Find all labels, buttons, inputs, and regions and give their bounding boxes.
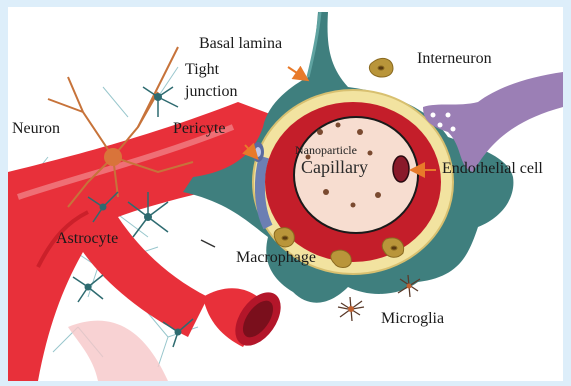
endothelial-nucleus-icon — [393, 156, 409, 182]
label-nanoparticle: Nanoparticle — [295, 144, 357, 157]
label-endothelial-cell: Endothelial cell — [442, 161, 543, 178]
label-tight-junction-1: Tight — [185, 62, 219, 79]
astrocyte-pointer — [201, 240, 215, 247]
label-capillary: Capillary — [301, 158, 368, 177]
label-microglia: Microglia — [381, 311, 444, 328]
label-interneuron: Interneuron — [417, 51, 492, 68]
label-macrophage: Macrophage — [236, 250, 316, 267]
blood-vessel-icon — [8, 102, 290, 381]
label-basal-lamina: Basal lamina — [199, 36, 282, 53]
label-astrocyte: Astrocyte — [56, 231, 118, 248]
bbb-diagram-panel: Basal lamina Tight junction Interneuron … — [8, 7, 563, 381]
label-tight-junction-2: junction — [185, 84, 237, 101]
label-pericyte: Pericyte — [173, 121, 225, 138]
label-neuron: Neuron — [12, 121, 60, 138]
neuron-body-icon — [104, 148, 122, 166]
